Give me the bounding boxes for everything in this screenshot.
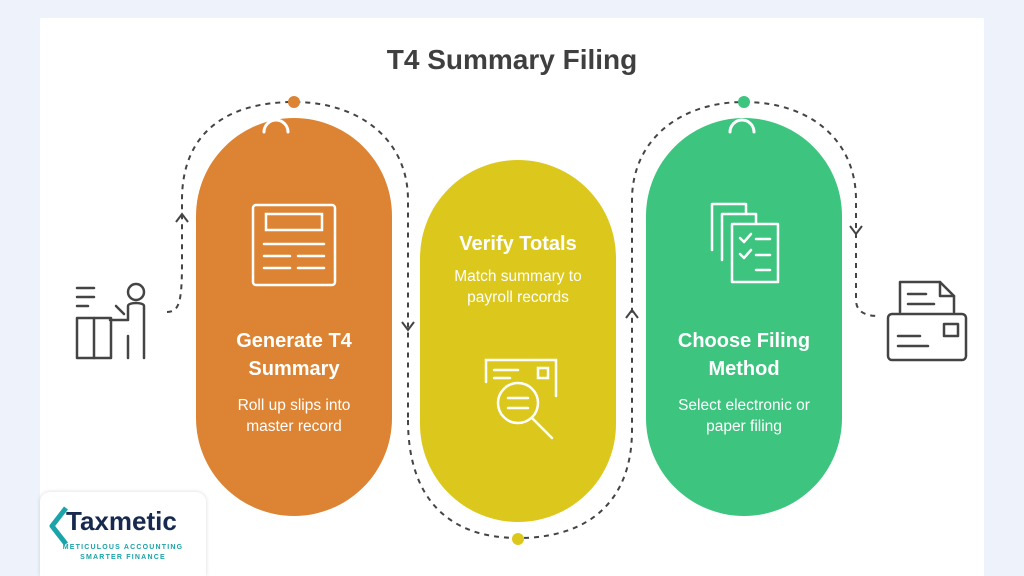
step-generate-title-1: Generate T4 — [236, 330, 352, 352]
diagram-title: T4 Summary Filing — [386, 44, 638, 75]
step-pill-choose — [646, 118, 842, 516]
taxmetic-logo: Taxmetic METICULOUS ACCOUNTING SMARTER F… — [40, 492, 206, 576]
step-verify-desc-2: payroll records — [467, 289, 569, 306]
flow-connectors — [166, 100, 879, 540]
connector-dot-green — [738, 96, 750, 108]
step-generate-desc-1: Roll up slips into — [237, 397, 351, 414]
arrow-down-right — [849, 225, 863, 236]
magnifier-document-icon — [484, 358, 558, 440]
pill-notch-choose — [728, 118, 756, 134]
arrow-up-mid2 — [625, 308, 639, 319]
connector-mid — [407, 100, 879, 540]
connector-dot-yellow — [512, 533, 524, 545]
stacked-checklist-icon — [710, 202, 780, 284]
arrowheads — [175, 212, 863, 332]
person-at-desk-icon — [75, 282, 146, 360]
step-choose-title-1: Choose Filing — [677, 330, 811, 352]
step-choose-desc-1: Select electronic or — [678, 397, 810, 414]
step-choose-title-2: Method — [708, 358, 780, 380]
step-generate-title-2: Summary — [248, 358, 340, 380]
logo-tagline-1: METICULOUS ACCOUNTING — [62, 544, 184, 551]
step-pill-generate — [196, 118, 392, 516]
step-choose-text: Choose Filing Method Select electronic o… — [646, 327, 842, 437]
arrow-down-mid1 — [401, 321, 415, 332]
connector-start — [166, 100, 409, 420]
document-layout-icon — [251, 203, 337, 287]
step-verify-text: Verify Totals Match summary to payroll r… — [420, 230, 616, 308]
connector-dot-orange — [288, 96, 300, 108]
logo-wordmark: Taxmetic — [66, 506, 177, 536]
pill-notch-generate — [262, 118, 290, 134]
step-verify-title: Verify Totals — [459, 233, 577, 255]
arrow-up-left — [175, 212, 189, 223]
logo-chevron-icon — [49, 506, 68, 546]
step-pill-verify — [420, 160, 616, 522]
step-generate-text: Generate T4 Summary Roll up slips into m… — [196, 327, 392, 437]
step-verify-desc-1: Match summary to — [454, 268, 582, 285]
step-generate-desc-2: master record — [246, 418, 342, 435]
logo-tagline-2: SMARTER FINANCE — [80, 554, 166, 561]
step-choose-desc-2: paper filing — [706, 418, 782, 435]
printer-icon — [886, 280, 968, 362]
